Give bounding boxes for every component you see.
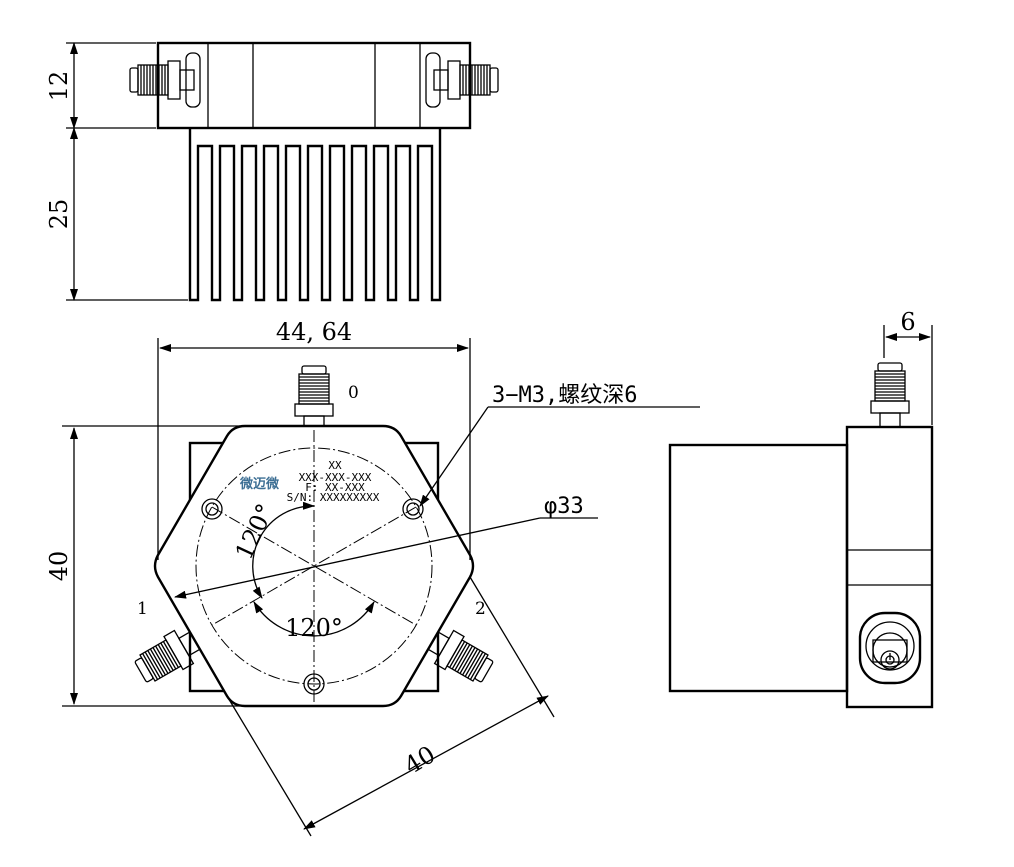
side-view: 6 [668, 308, 934, 709]
label-line-2: XXX-XXX-XXX [299, 471, 372, 484]
top-body [156, 41, 472, 130]
dim-44-64: 44, 64 [276, 318, 352, 346]
side-connector-top [870, 362, 910, 428]
front-view: 120° 120° 微迈微 XX XXX-XXX-XXX F: XX-XXX S… [45, 318, 700, 837]
side-heatsink [668, 443, 849, 693]
port-1-label: 1 [137, 599, 148, 619]
dim-phi-33: φ33 [544, 494, 584, 519]
side-connector-front [858, 611, 922, 685]
port-2-label: 2 [475, 599, 486, 619]
bolt-circle [195, 447, 433, 685]
top-connector-left [129, 52, 201, 108]
top-connector-right [425, 52, 499, 108]
top-view: 12 25 [45, 41, 499, 302]
label-line-3: F: XX-XXX [305, 481, 365, 494]
mount-hole-right [402, 498, 424, 520]
dim-12: 12 [45, 71, 73, 102]
heatsink-fins [188, 128, 442, 302]
brand-logo: 微迈微 [239, 476, 280, 492]
port-0-label: 0 [348, 383, 359, 403]
thread-note: 3−M3,螺纹深6 [492, 383, 637, 408]
angle-120-bottom: 120° [285, 614, 343, 642]
label-plate: 微迈微 XX XXX-XXX-XXX F: XX-XXX S/N: XXXXXX… [239, 459, 380, 504]
port-0-connector [294, 365, 334, 431]
mount-hole-left [201, 498, 223, 520]
mount-hole-bottom [303, 673, 325, 695]
dim-40-vertical: 40 [45, 551, 73, 582]
dim-6: 6 [900, 308, 915, 336]
label-line-1: XX [328, 459, 342, 472]
dim-25: 25 [45, 199, 73, 230]
label-line-4: S/N: XXXXXXXXX [287, 491, 380, 504]
